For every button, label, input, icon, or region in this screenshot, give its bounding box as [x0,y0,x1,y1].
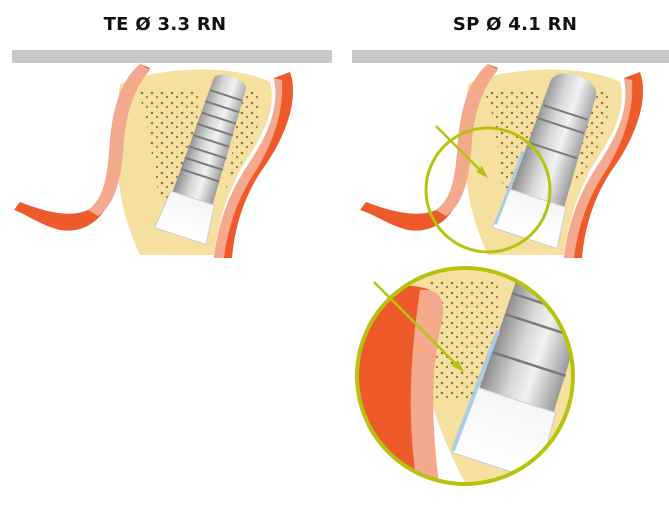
crown-bar [352,50,669,63]
crown-bar [12,50,332,63]
zoom-inset [355,259,601,491]
panel-right [352,50,669,258]
panel-left [12,50,332,258]
